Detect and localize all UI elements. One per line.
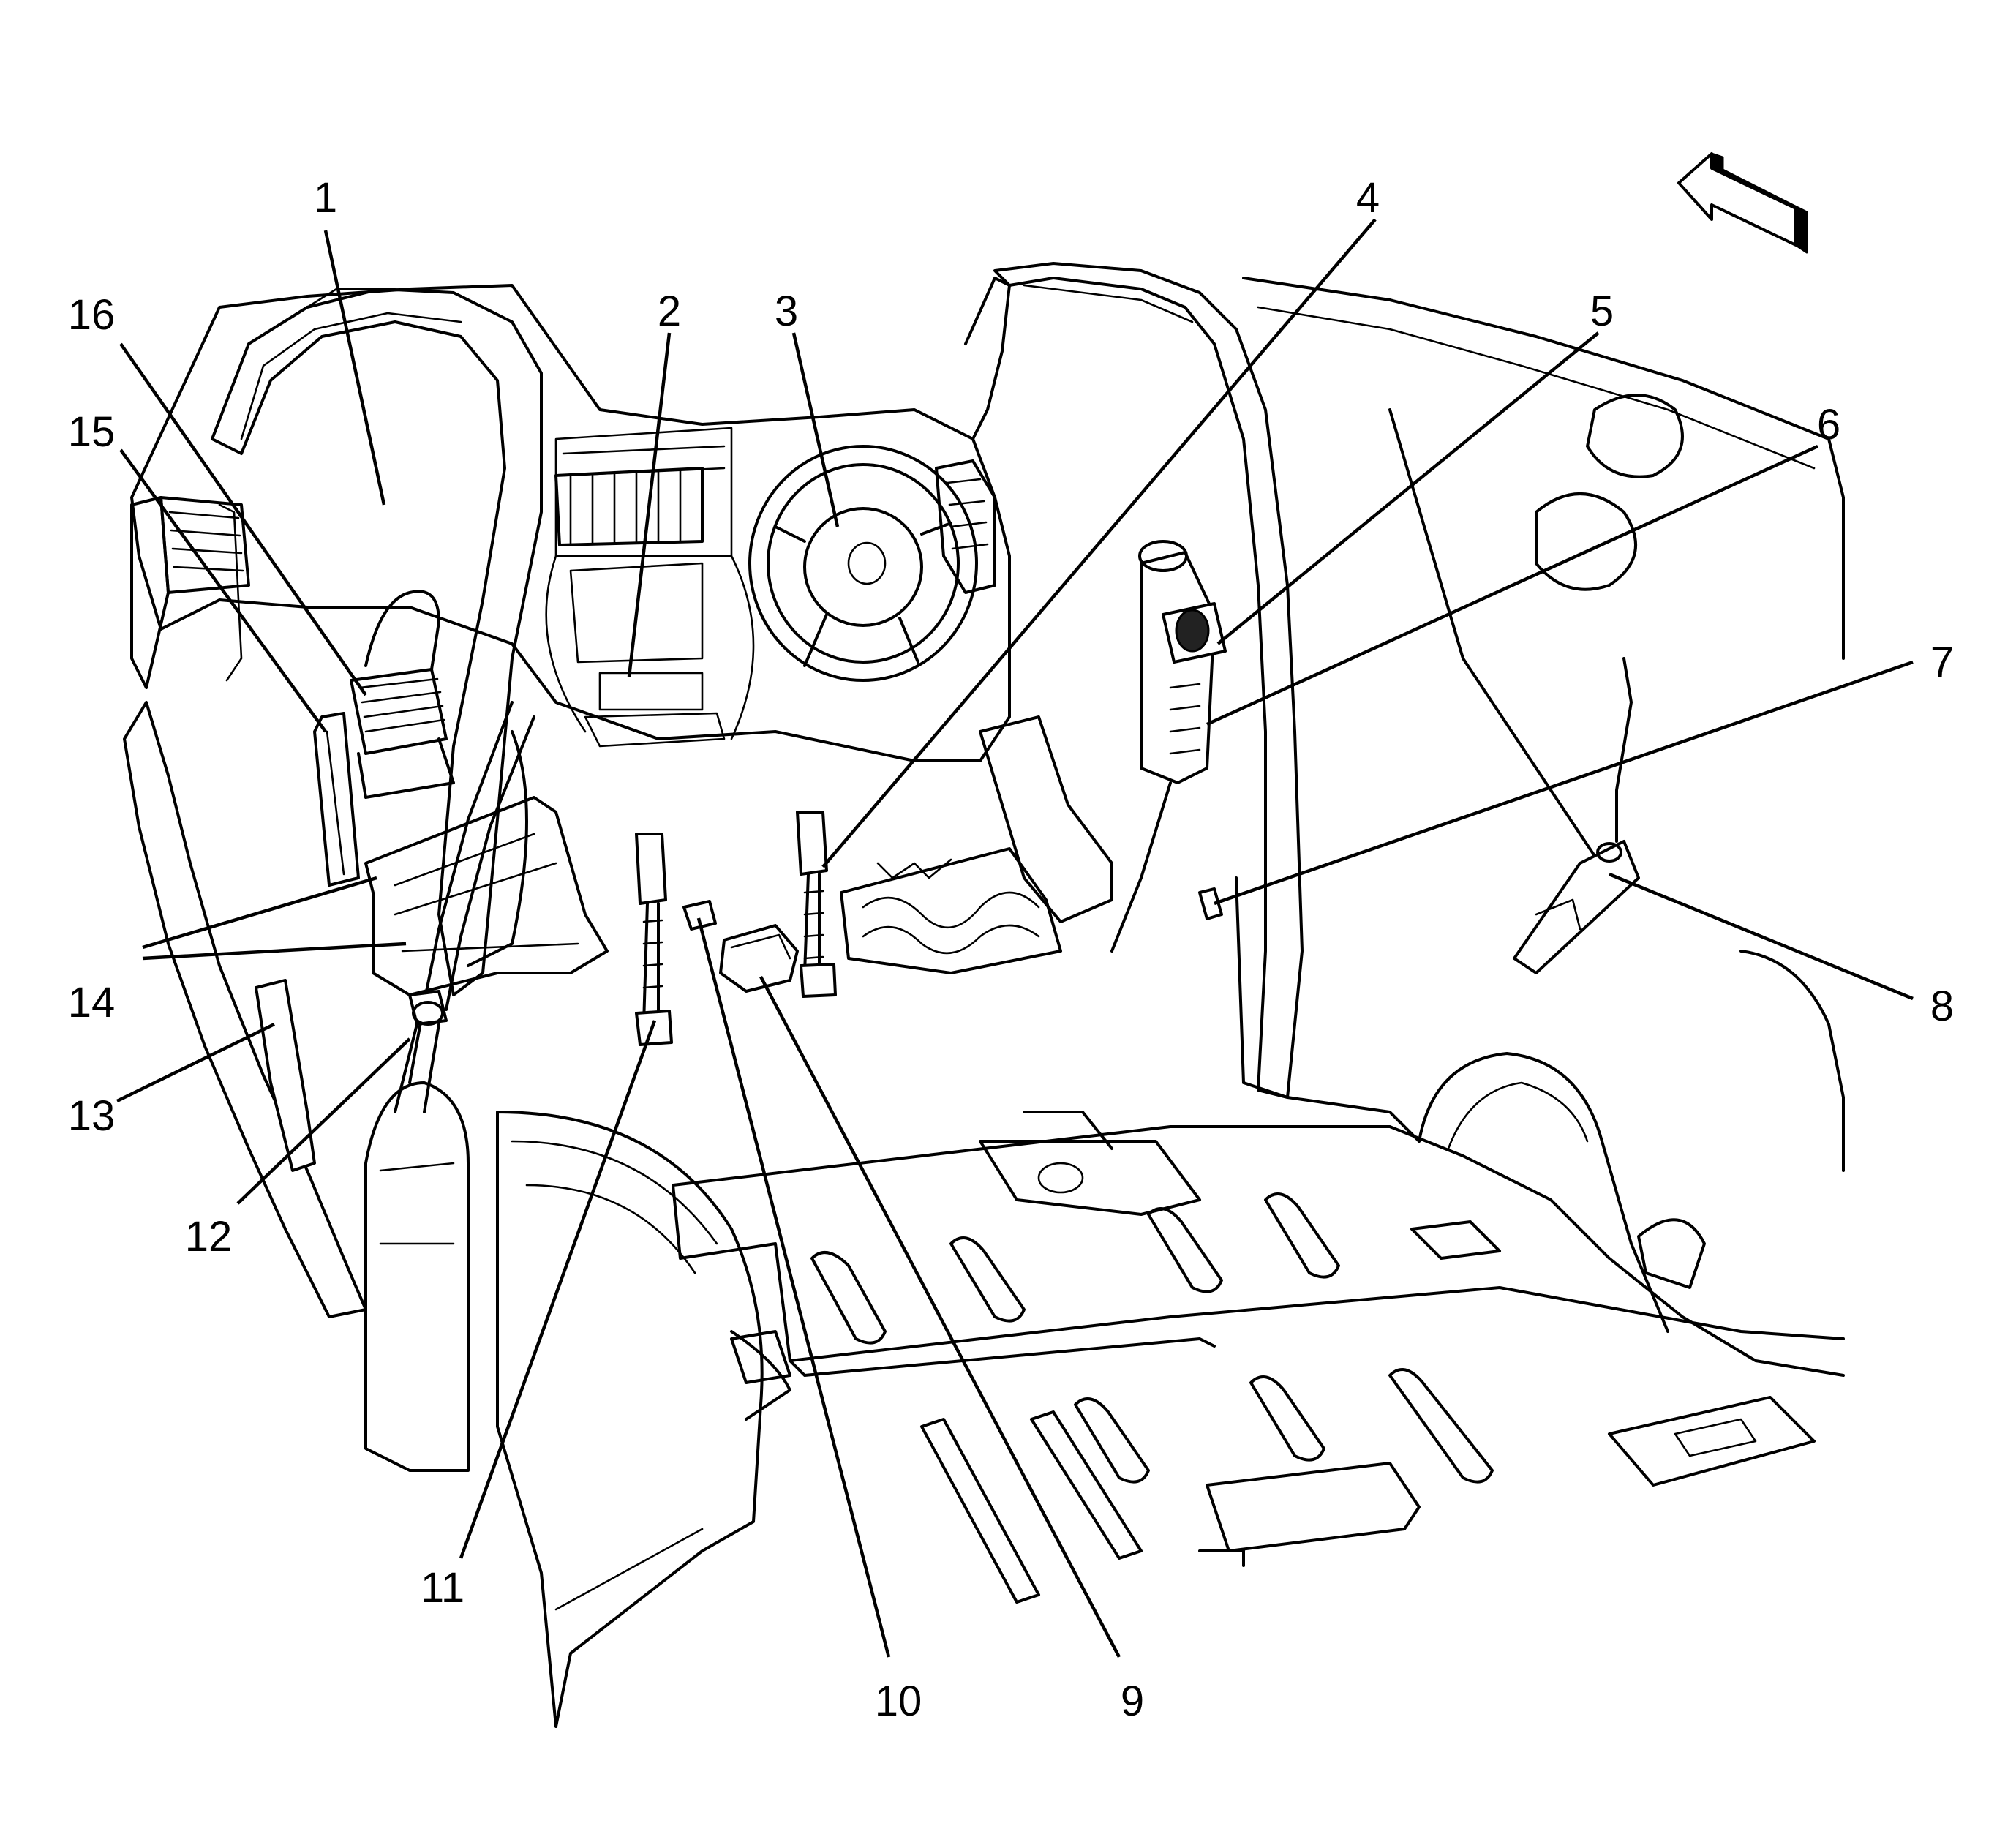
- leader-9: [759, 975, 1121, 1658]
- leader-11: [459, 1020, 657, 1559]
- center-buckle-left: [635, 833, 673, 1046]
- leader-4: [821, 218, 1377, 868]
- callout-16: 16: [68, 291, 116, 339]
- inflatable-restraint-module: [719, 924, 799, 993]
- callout-13: 13: [68, 1092, 116, 1140]
- right-rear-belt-assembly: [1513, 657, 1640, 974]
- center-buckle-right: [796, 811, 837, 998]
- leader-14b: [142, 942, 407, 961]
- callout-15: 15: [68, 408, 116, 456]
- callout-12: 12: [185, 1213, 233, 1260]
- left-a-pillar: [211, 288, 543, 996]
- callout-4: 4: [1356, 174, 1380, 222]
- callout-3: 3: [775, 288, 798, 335]
- vehicle-body-illustration: [123, 152, 1845, 1728]
- left-side-trim-panel: [313, 712, 360, 887]
- callout-5: 5: [1590, 288, 1614, 335]
- left-front-belt-retractor: [350, 590, 455, 799]
- callout-2: 2: [658, 288, 681, 335]
- callout-6: 6: [1817, 401, 1840, 448]
- leader-14a: [142, 876, 377, 950]
- leader-15: [119, 448, 327, 733]
- leader-6: [1206, 444, 1818, 726]
- callout-labels: 1 2 3 4 5 6 7 8 9 10 11 12 13 14 15 16: [68, 174, 1954, 1725]
- leader-1: [323, 230, 386, 506]
- callout-9: 9: [1121, 1677, 1144, 1725]
- leader-lines: [116, 218, 1914, 1658]
- instrument-panel: [130, 284, 1011, 762]
- callout-1: 1: [314, 174, 337, 222]
- floor-pan: [672, 1111, 1845, 1604]
- leader-8: [1609, 872, 1914, 1001]
- leader-13: [116, 1022, 275, 1103]
- leader-16: [119, 342, 367, 696]
- steering-wheel: [748, 445, 978, 682]
- callout-7: 7: [1930, 639, 1954, 686]
- callout-11: 11: [421, 1564, 464, 1612]
- leader-7: [1214, 660, 1914, 906]
- leader-12: [236, 1037, 411, 1205]
- leader-10: [696, 917, 891, 1658]
- forward-direction-arrow-icon: [1677, 152, 1808, 254]
- callout-8: 8: [1930, 982, 1954, 1030]
- callout-14: 14: [68, 979, 116, 1026]
- left-lower-trim: [255, 979, 316, 1172]
- leader-2: [627, 332, 672, 677]
- callout-10: 10: [875, 1677, 922, 1725]
- right-front-belt-retractor: [1110, 540, 1227, 953]
- leader-5: [1216, 331, 1600, 645]
- leader-3: [791, 332, 840, 527]
